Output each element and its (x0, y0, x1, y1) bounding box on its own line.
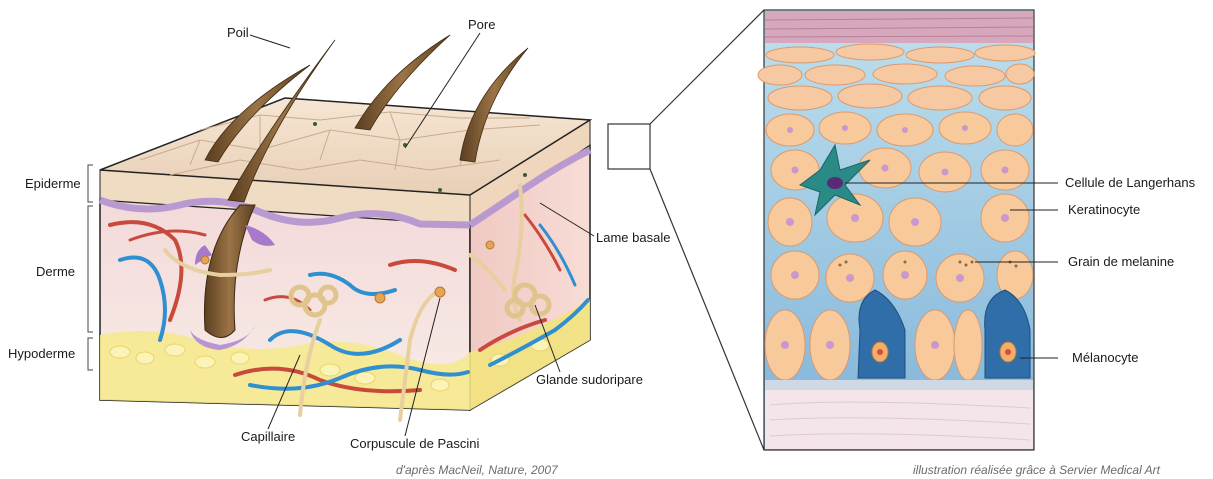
label-epiderme: Epiderme (25, 176, 81, 191)
label-derme: Derme (36, 264, 75, 279)
caption-left: d'après MacNeil, Nature, 2007 (396, 463, 559, 477)
label-hypoderme: Hypoderme (8, 346, 75, 361)
label-pascini: Corpuscule de Pascini (350, 436, 479, 451)
label-keratinocyte: Keratinocyte (1068, 202, 1140, 217)
label-glande: Glande sudoripare (536, 372, 643, 387)
leader-poil (250, 35, 290, 48)
label-pore: Pore (468, 17, 495, 32)
label-poil: Poil (227, 25, 249, 40)
label-melanocyte: Mélanocyte (1072, 350, 1138, 365)
label-melanine: Grain de melanine (1068, 254, 1174, 269)
label-langerhans: Cellule de Langerhans (1065, 175, 1196, 190)
label-lame-basale: Lame basale (596, 230, 670, 245)
caption-right: illustration réalisée grâce à Servier Me… (913, 463, 1161, 477)
skin-block (100, 35, 590, 420)
cell-detail (758, 10, 1035, 450)
layer-brackets (88, 165, 93, 370)
label-capillaire: Capillaire (241, 429, 295, 444)
